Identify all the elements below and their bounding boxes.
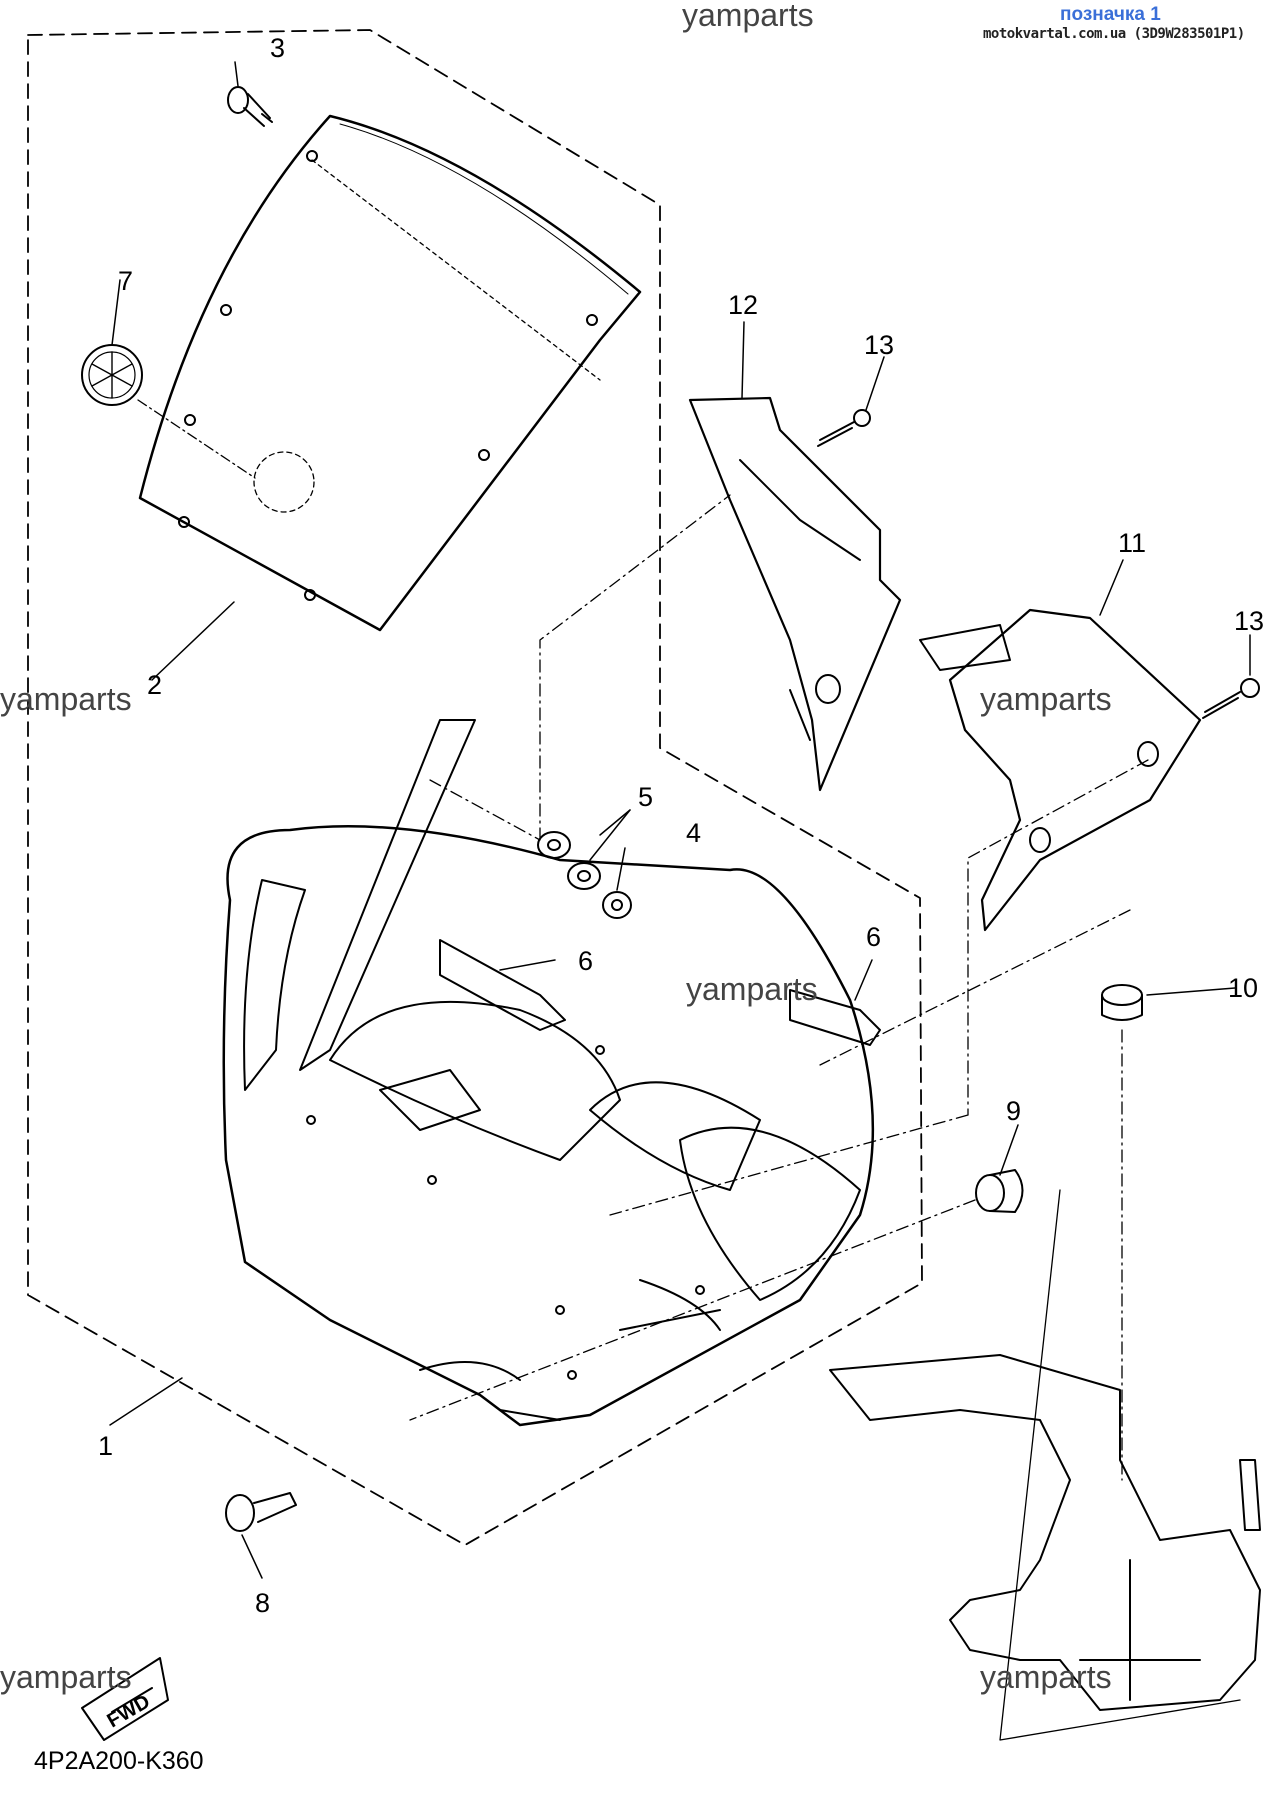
yamaha-emblem bbox=[81, 344, 256, 479]
diagram-code: 4P2A200-K360 bbox=[34, 1747, 204, 1775]
header-source: motokvartal.com.ua (3D9W283501P1) bbox=[983, 26, 1245, 42]
grommet-5 bbox=[537, 831, 601, 890]
callout-4: 4 bbox=[686, 818, 701, 848]
bolt-8 bbox=[225, 1492, 297, 1532]
callout-8: 8 bbox=[255, 1588, 270, 1618]
rubber-10 bbox=[1101, 984, 1143, 1021]
watermark-bottom-right: yamparts bbox=[980, 1659, 1112, 1695]
front-cowling bbox=[222, 719, 875, 1427]
watermark-left: yamparts bbox=[0, 681, 132, 717]
watermark-center: yamparts bbox=[686, 971, 818, 1007]
windshield bbox=[138, 114, 642, 632]
screw-13-right bbox=[1202, 678, 1260, 719]
callout-6-right: 6 bbox=[866, 922, 881, 952]
callout-6-left: 6 bbox=[578, 946, 593, 976]
screw-13-upper bbox=[817, 409, 871, 447]
cowling-stay bbox=[829, 1354, 1261, 1711]
watermark-bottom-left: yamparts bbox=[0, 1659, 132, 1695]
watermark-right: yamparts bbox=[980, 681, 1112, 717]
nut-4 bbox=[602, 891, 632, 919]
watermark-top: yamparts bbox=[682, 0, 814, 33]
damper-6-right bbox=[789, 989, 881, 1046]
callout-11: 11 bbox=[1118, 528, 1146, 558]
bracket-11 bbox=[919, 608, 1202, 932]
damper-9 bbox=[975, 1169, 1024, 1213]
assembly-outline bbox=[27, 29, 923, 1546]
callout-7: 7 bbox=[118, 266, 133, 296]
bracket-12 bbox=[688, 396, 902, 792]
callout-3: 3 bbox=[270, 33, 285, 63]
header-badge: позначка 1 bbox=[1060, 4, 1161, 25]
callout-2: 2 bbox=[147, 670, 162, 700]
fwd-arrow-icon bbox=[81, 1657, 169, 1741]
callout-13-right: 13 bbox=[1234, 606, 1264, 636]
fwd-label: FWD bbox=[104, 1691, 154, 1733]
callout-10: 10 bbox=[1228, 973, 1258, 1003]
callout-13-upper: 13 bbox=[864, 330, 894, 360]
callout-9: 9 bbox=[1006, 1096, 1021, 1126]
damper-6-left bbox=[439, 939, 566, 1031]
callout-12: 12 bbox=[728, 290, 758, 320]
callout-1: 1 bbox=[98, 1431, 113, 1461]
bolt-3 bbox=[227, 86, 601, 381]
callout-5: 5 bbox=[638, 782, 653, 812]
